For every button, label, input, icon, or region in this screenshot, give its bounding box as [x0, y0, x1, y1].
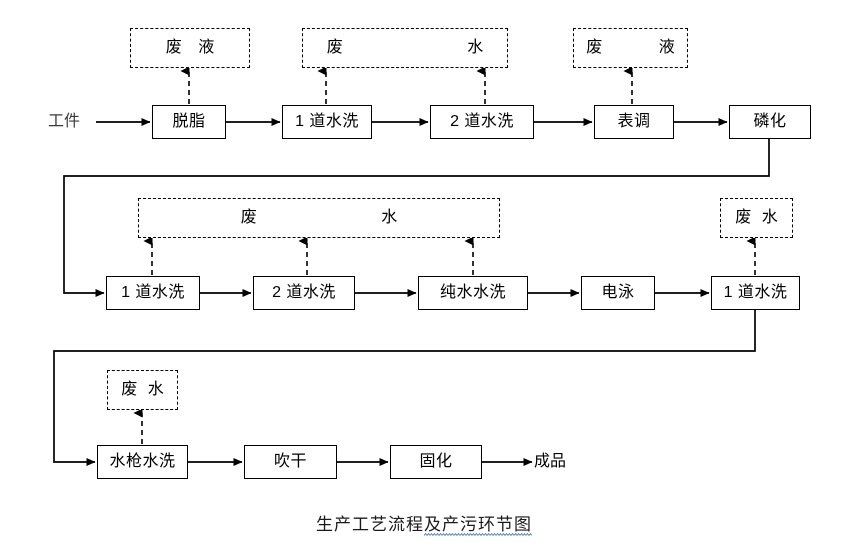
process-node-rinse-1-1[interactable]: 1 道水洗: [282, 105, 372, 139]
waste-node-waste-water-2: 废 水: [138, 198, 500, 238]
connector-row2-to-row3: [53, 310, 756, 466]
process-node-phosphating[interactable]: 磷化: [729, 105, 811, 139]
process-node-rinse-3-1[interactable]: 1 道水洗: [711, 276, 800, 310]
process-node-surface-conditioning[interactable]: 表调: [594, 105, 674, 139]
process-node-rinse-2-1[interactable]: 1 道水洗: [106, 276, 200, 310]
waste-node-waste-water-4: 废 水: [107, 370, 178, 410]
output-label: 成品: [534, 453, 567, 470]
caption-text-plain: 生产工艺流程: [316, 515, 424, 534]
input-label: 工件: [48, 113, 81, 130]
connector-row1-to-row2: [63, 139, 770, 297]
process-node-water-gun-rinse[interactable]: 水枪水洗: [97, 445, 188, 479]
waste-node-waste-liquid-2: 废 液: [573, 28, 688, 68]
process-node-pure-water-rinse[interactable]: 纯水水洗: [418, 276, 528, 310]
waste-node-waste-liquid-1: 废 液: [130, 28, 250, 68]
waste-node-waste-water-3: 废 水: [720, 198, 793, 238]
process-node-electrophoresis[interactable]: 电泳: [581, 276, 655, 310]
diagram-caption: 生产工艺流程及产污环节图: [0, 510, 848, 536]
process-node-degrease[interactable]: 脱脂: [152, 105, 226, 139]
caption-text-spellchecked: 及产污环节图: [424, 515, 532, 536]
process-node-curing[interactable]: 固化: [390, 445, 482, 479]
process-node-blow-dry[interactable]: 吹干: [244, 445, 337, 479]
process-node-rinse-1-2[interactable]: 2 道水洗: [430, 105, 534, 139]
waste-node-waste-water-1: 废 水: [302, 28, 508, 68]
process-node-rinse-2-2[interactable]: 2 道水洗: [253, 276, 355, 310]
